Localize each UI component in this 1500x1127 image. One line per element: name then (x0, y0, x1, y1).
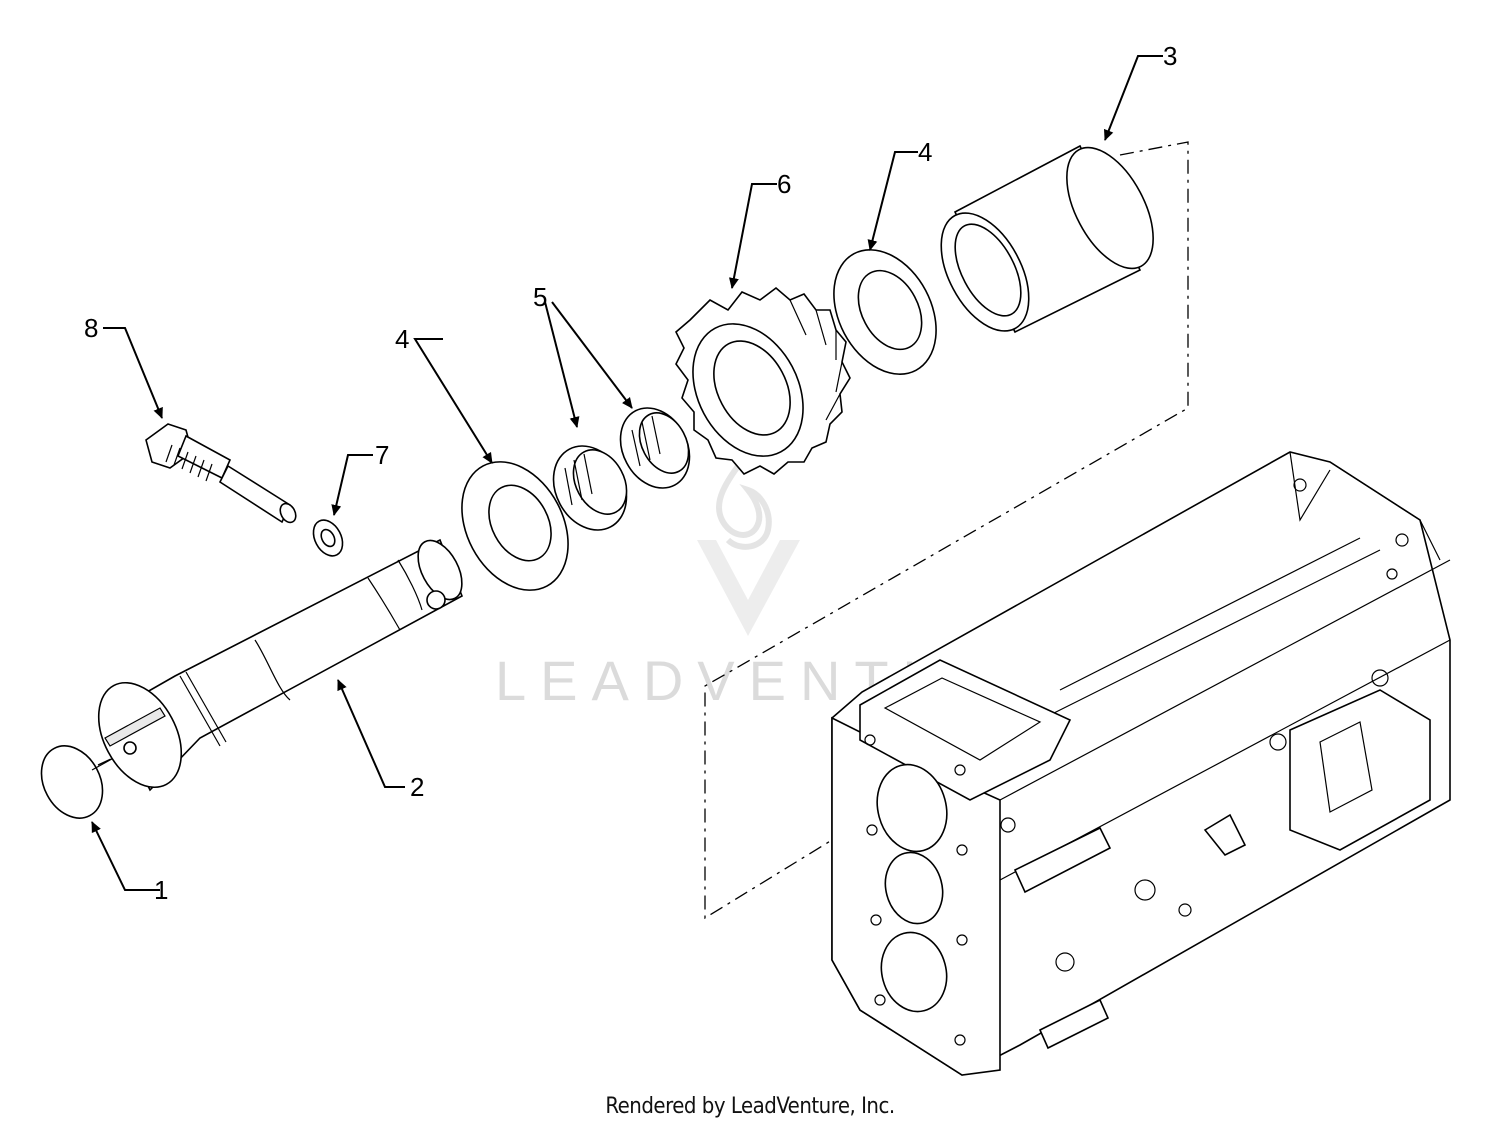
callout-4-right: 4 (918, 137, 932, 167)
part-1-plug-cap (40, 745, 129, 819)
part-4-thrust-washer-right (833, 249, 937, 375)
callout-6: 6 (777, 169, 791, 199)
callout-leaders (91, 55, 1163, 891)
callout-8: 8 (84, 313, 98, 343)
part-5-needle-bearing-a (552, 445, 628, 531)
callout-7: 7 (375, 440, 389, 470)
part-4-thrust-washer-left (461, 461, 569, 591)
part-5-needle-bearing-b (619, 407, 691, 489)
rendered-by-credit: Rendered by LeadVenture, Inc. (605, 1094, 895, 1119)
part-8-bolt (145, 423, 297, 524)
callout-4-left: 4 (395, 324, 409, 354)
callout-labels: 1 2 3 4 4 5 6 7 8 (84, 41, 1177, 905)
callout-2: 2 (410, 772, 424, 802)
callout-5: 5 (533, 282, 547, 312)
transmission-housing (831, 451, 1451, 1076)
part-6-gear (675, 286, 851, 475)
part-2-shaft (97, 538, 464, 792)
part-7-washer (312, 519, 344, 557)
callout-3: 3 (1163, 41, 1177, 71)
callout-1: 1 (154, 875, 168, 905)
part-3-bushing (940, 144, 1154, 334)
